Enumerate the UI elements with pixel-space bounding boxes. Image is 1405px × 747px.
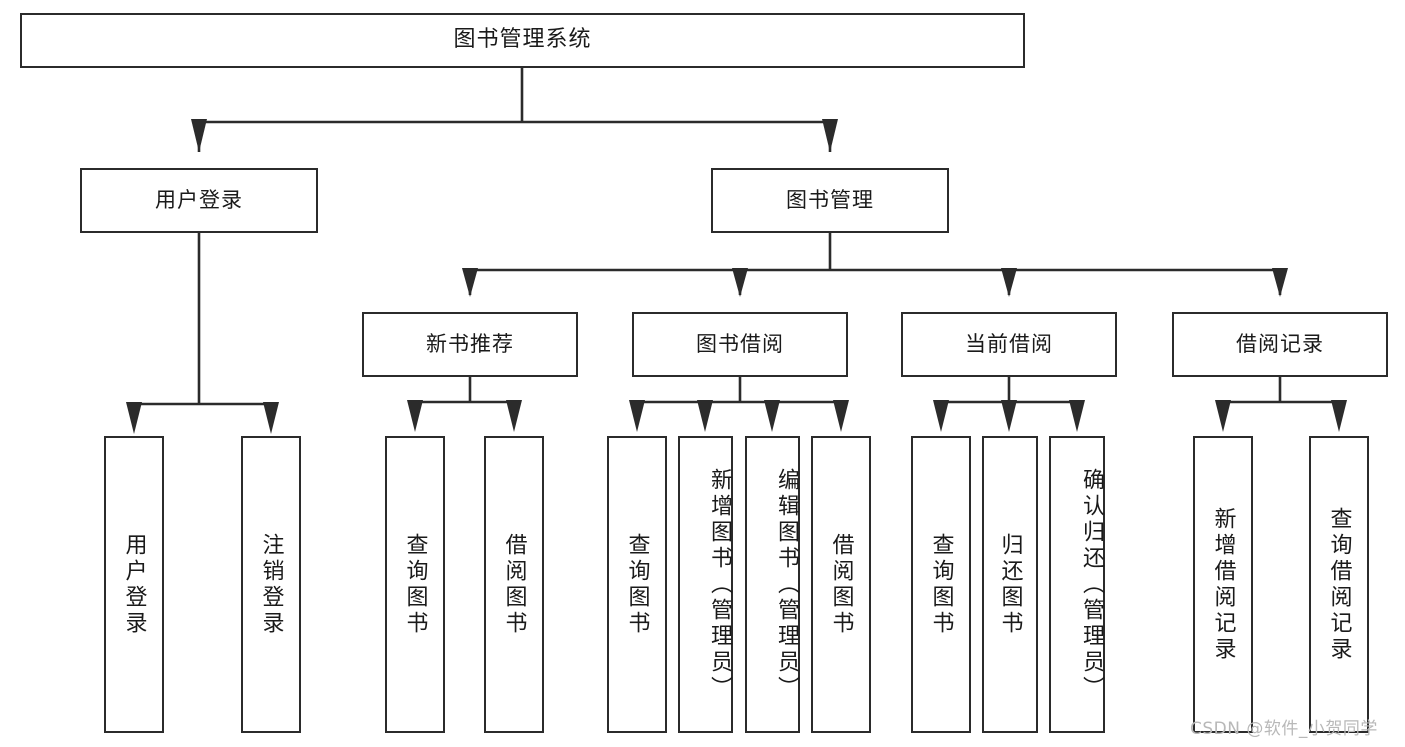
node-book-management[interactable]: 图书管理 xyxy=(711,168,949,233)
leaf-recommend-borrow-book[interactable]: 借阅图书 xyxy=(484,436,544,733)
node-label: 图书管理系统 xyxy=(453,27,592,53)
node-new-book-recommend[interactable]: 新书推荐 xyxy=(362,312,578,377)
node-label: 查询图书 xyxy=(624,532,650,637)
node-label: 借阅记录 xyxy=(1236,331,1324,356)
node-borrow-record[interactable]: 借阅记录 xyxy=(1172,312,1388,377)
node-label: 新增图书（管理员） xyxy=(707,467,732,702)
node-label: 用户登录 xyxy=(121,532,147,637)
leaf-borrow-borrow-book[interactable]: 借阅图书 xyxy=(811,436,871,733)
node-label: 新书推荐 xyxy=(426,331,514,356)
node-label: 借阅图书 xyxy=(828,532,854,637)
leaf-record-query-record[interactable]: 查询借阅记录 xyxy=(1309,436,1369,733)
node-label: 图书管理 xyxy=(786,187,874,212)
node-label: 查询图书 xyxy=(402,532,428,637)
leaf-current-confirm-return-admin[interactable]: 确认归还（管理员） xyxy=(1049,436,1105,733)
node-label: 归还图书 xyxy=(997,532,1023,637)
node-label: 当前借阅 xyxy=(965,331,1053,356)
leaf-user-login-login[interactable]: 用户登录 xyxy=(104,436,164,733)
node-label: 编辑图书（管理员） xyxy=(774,467,799,702)
node-label: 查询图书 xyxy=(928,532,954,637)
node-label: 查询借阅记录 xyxy=(1326,506,1352,663)
node-label: 确认归还（管理员） xyxy=(1079,467,1104,702)
leaf-borrow-query-book[interactable]: 查询图书 xyxy=(607,436,667,733)
leaf-borrow-add-book-admin[interactable]: 新增图书（管理员） xyxy=(678,436,733,733)
leaf-recommend-query-book[interactable]: 查询图书 xyxy=(385,436,445,733)
node-label: 借阅图书 xyxy=(501,532,527,637)
node-root-system[interactable]: 图书管理系统 xyxy=(20,13,1025,68)
node-user-login[interactable]: 用户登录 xyxy=(80,168,318,233)
node-book-borrow[interactable]: 图书借阅 xyxy=(632,312,848,377)
node-label: 注销登录 xyxy=(258,532,284,637)
leaf-record-add-record[interactable]: 新增借阅记录 xyxy=(1193,436,1253,733)
leaf-user-login-logout[interactable]: 注销登录 xyxy=(241,436,301,733)
node-current-borrow[interactable]: 当前借阅 xyxy=(901,312,1117,377)
leaf-current-query-book[interactable]: 查询图书 xyxy=(911,436,971,733)
node-label: 图书借阅 xyxy=(696,331,784,356)
leaf-borrow-edit-book-admin[interactable]: 编辑图书（管理员） xyxy=(745,436,800,733)
node-label: 用户登录 xyxy=(155,187,243,212)
leaf-current-return-book[interactable]: 归还图书 xyxy=(982,436,1038,733)
watermark: CSDN @软件_小贺同学 xyxy=(1190,719,1378,739)
node-label: 新增借阅记录 xyxy=(1210,506,1236,663)
